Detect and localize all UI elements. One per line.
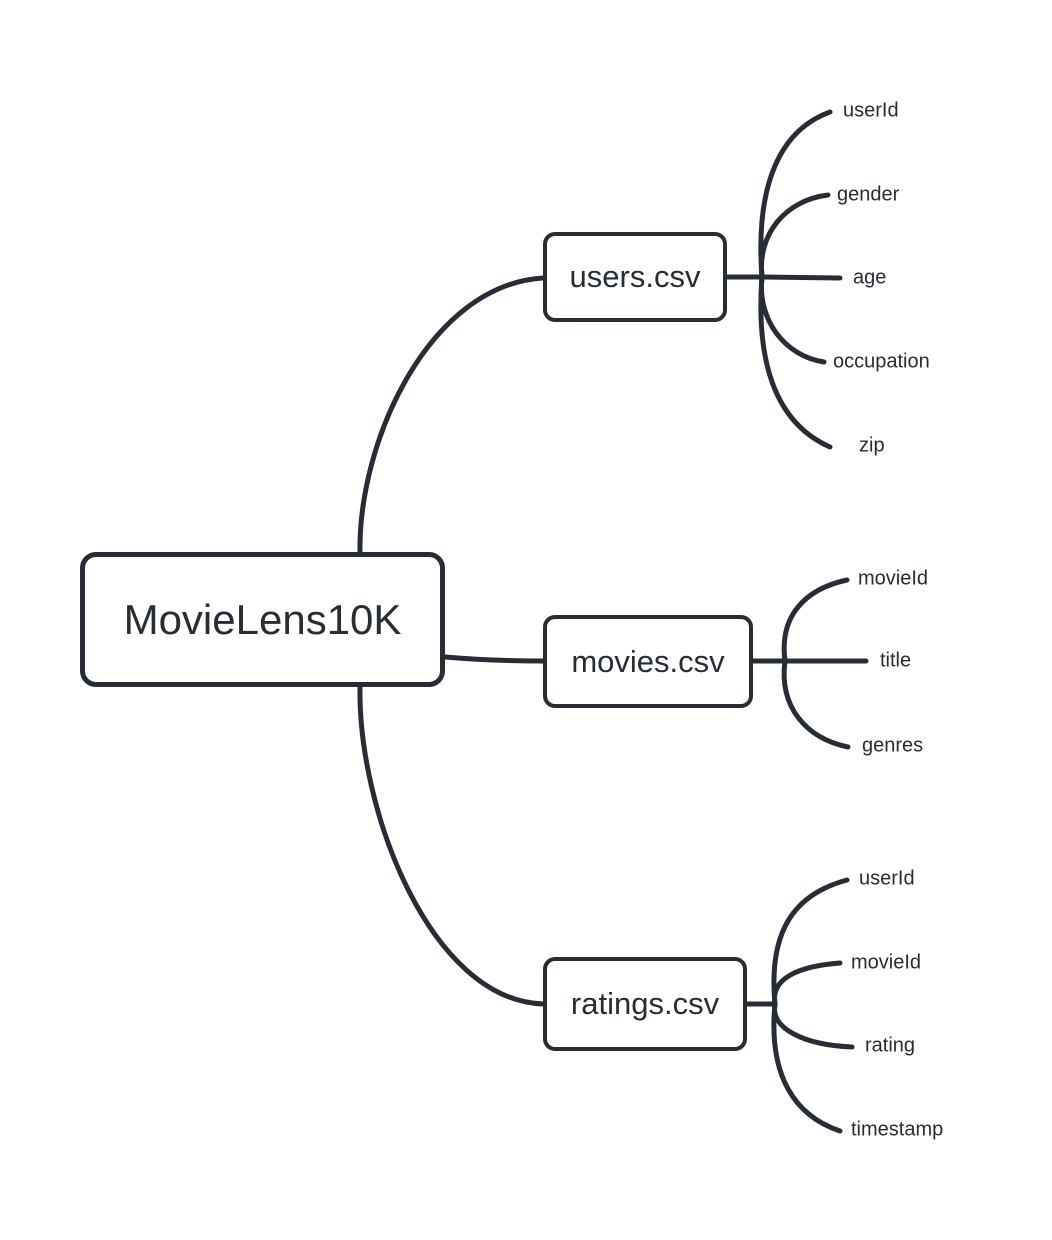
edge-movies-movieid — [781, 577, 850, 664]
node-ratings-csv: ratings.csv — [543, 957, 747, 1051]
leaf-movies-movieid: movieId — [858, 567, 929, 590]
leaf-users-userid: userId — [843, 99, 899, 122]
edge-ratings-userid — [771, 877, 850, 1007]
edge-root-users — [357, 275, 546, 556]
leaf-users-occupation: occupation — [833, 350, 930, 373]
edge-ratings-movieid — [772, 960, 843, 1007]
leaf-ratings-userid: userId — [859, 867, 915, 890]
node-movies-csv: movies.csv — [543, 615, 753, 708]
leaf-users-age: age — [853, 266, 887, 289]
edge-users-gender — [758, 192, 831, 280]
leaf-users-gender: gender — [837, 183, 900, 206]
leaf-ratings-movieid: movieId — [851, 951, 922, 974]
leaf-ratings-timestamp: timestamp — [851, 1118, 944, 1141]
edge-users-age — [759, 274, 843, 281]
edge-root-ratings — [357, 684, 546, 1007]
leaf-ratings-rating: rating — [865, 1034, 916, 1057]
edge-movies-genres — [781, 658, 851, 750]
edge-ratings-timestamp — [771, 1001, 843, 1134]
node-root-movielens10k: MovieLens10K — [80, 552, 445, 687]
edge-ratings-rating — [772, 1001, 855, 1050]
leaf-movies-title: title — [880, 649, 912, 672]
edge-users-userid — [758, 109, 833, 280]
edge-root-movies — [442, 654, 546, 664]
leaf-users-zip: zip — [859, 434, 885, 457]
edge-users-occupation — [758, 274, 827, 365]
node-users-csv: users.csv — [543, 232, 727, 322]
edge-users-zip — [758, 274, 833, 450]
leaf-movies-genres: genres — [862, 734, 924, 757]
